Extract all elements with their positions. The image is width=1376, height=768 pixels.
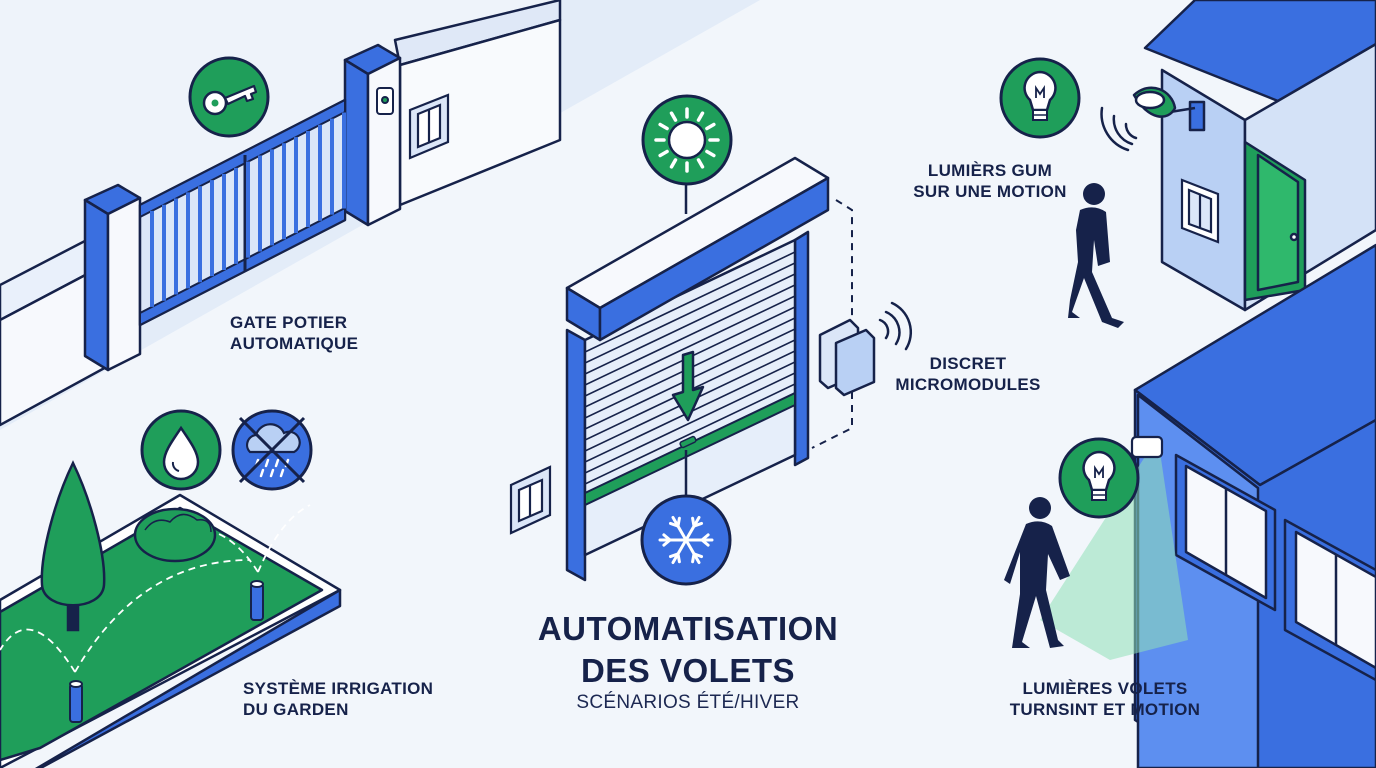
lights-motion-label: LUMIÈRS GUM SUR UNE MOTION — [900, 160, 1080, 202]
no-rain-icon — [231, 409, 313, 491]
gate-label: GATE POTIER AUTOMATIQUE — [230, 312, 358, 354]
page-title: AUTOMATISATION DES VOLETS — [488, 608, 888, 692]
shutters-motion-label: LUMIÈRES VOLETS TURNSINT ET MOTION — [985, 678, 1225, 720]
key-icon — [188, 56, 270, 138]
garden-tree — [40, 460, 106, 632]
sun-icon — [641, 94, 733, 186]
shutter-bottom-bar — [584, 391, 796, 507]
irrigation-label-line1: SYSTÈME IRRIGATION — [243, 679, 434, 698]
water-drop-icon — [140, 409, 222, 491]
wall-switch-gate — [408, 93, 450, 160]
house-window — [1174, 453, 1376, 682]
page-title-line2: DES VOLETS — [580, 652, 796, 689]
lights-motion-label-line1: LUMIÈRS GUM — [927, 161, 1053, 180]
shutters-motion-label-line2: TURNSINT ET MOTION — [1009, 700, 1201, 719]
wall-switch-shutter — [509, 465, 552, 535]
shutter-roller-box — [565, 156, 830, 342]
page-subtitle: SCÉNARIOS ÉTÉ/HIVER — [576, 692, 800, 713]
gate-keypad — [376, 87, 394, 115]
lights-motion-label-line2: SUR UNE MOTION — [913, 182, 1067, 201]
micromodule-device — [818, 318, 876, 397]
motion-signal-icon — [1100, 106, 1138, 152]
irrigation-label: SYSTÈME IRRIGATION DU GARDEN — [243, 678, 433, 720]
gate-leaves — [138, 98, 347, 327]
micromodules-label: DISCRET MICROMODULES — [888, 353, 1048, 395]
micromodules-label-line1: DISCRET — [929, 354, 1007, 373]
walking-person — [1068, 183, 1124, 328]
wall-switch-house — [1180, 178, 1220, 244]
motion-sensor-lamp — [1130, 435, 1164, 459]
lightbulb-icon — [999, 57, 1081, 139]
gate-bars — [150, 112, 346, 307]
light-beam — [1040, 452, 1188, 660]
sprinkler-head — [69, 580, 264, 723]
wall-lamp — [1132, 86, 1206, 132]
gate-label-line1: GATE POTIER — [230, 313, 348, 332]
arrow-down-icon — [671, 350, 705, 422]
shutters-motion-label-line1: LUMIÈRES VOLETS — [1022, 679, 1188, 698]
irrigation-label-line2: DU GARDEN — [243, 700, 349, 719]
walking-person — [1004, 497, 1070, 648]
page-title-line1: AUTOMATISATION — [537, 610, 839, 647]
gate-label-line2: AUTOMATIQUE — [230, 334, 359, 353]
wireless-signal-icon — [878, 301, 913, 351]
lightbulb-icon — [1058, 437, 1140, 519]
snowflake-icon — [640, 494, 732, 586]
micromodules-label-line2: MICROMODULES — [895, 375, 1041, 394]
garden-bush — [133, 507, 217, 563]
